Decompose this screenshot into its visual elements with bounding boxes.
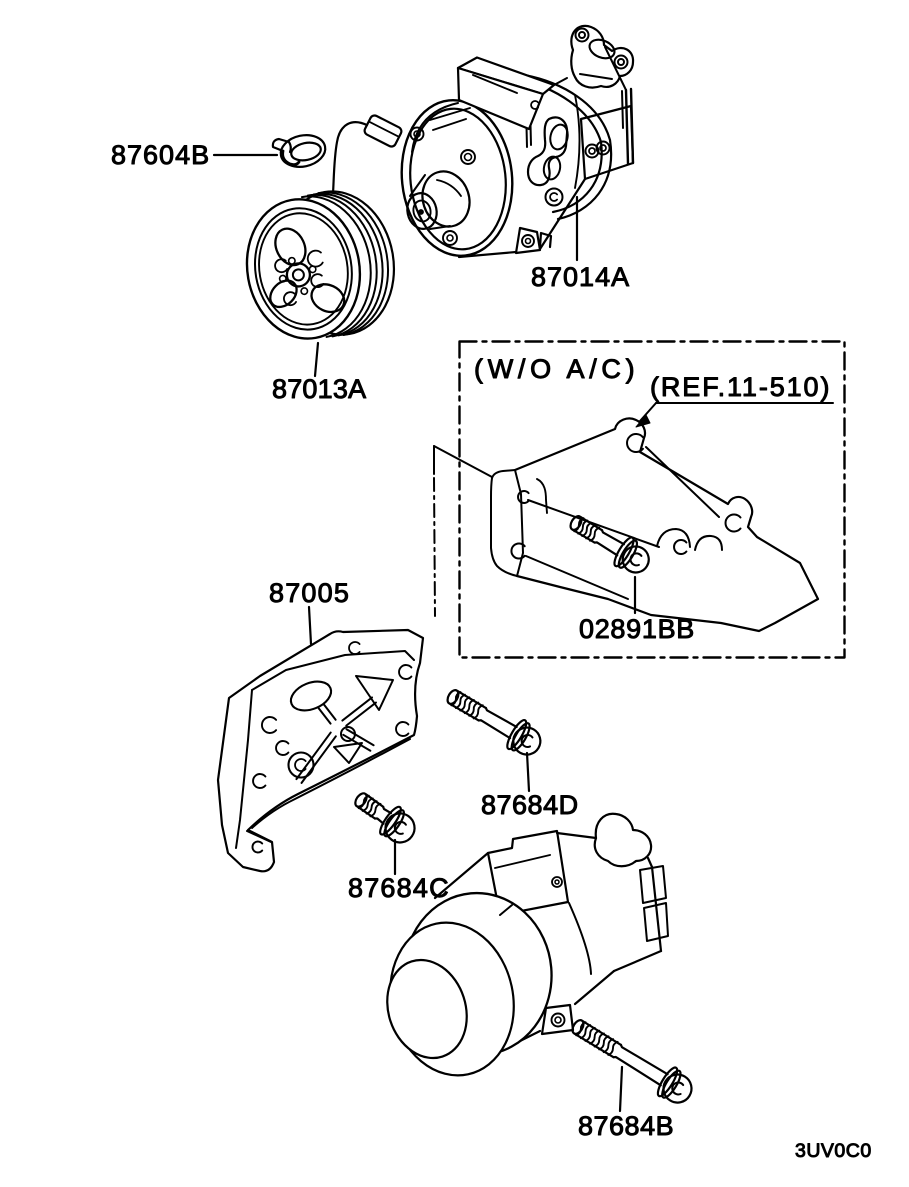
svg-text:87684D: 87684D [481, 790, 579, 820]
svg-text:87005: 87005 [269, 578, 350, 608]
svg-text:(W/O A/C): (W/O A/C) [474, 354, 639, 384]
svg-text:87684B: 87684B [578, 1111, 674, 1141]
svg-text:87684C: 87684C [348, 873, 450, 903]
svg-text:87014A: 87014A [531, 262, 630, 292]
svg-text:3UV0C0: 3UV0C0 [795, 1140, 872, 1162]
svg-text:87604B: 87604B [111, 140, 210, 170]
svg-text:87013A: 87013A [272, 374, 366, 404]
svg-text:(REF.11-510): (REF.11-510) [650, 372, 831, 402]
